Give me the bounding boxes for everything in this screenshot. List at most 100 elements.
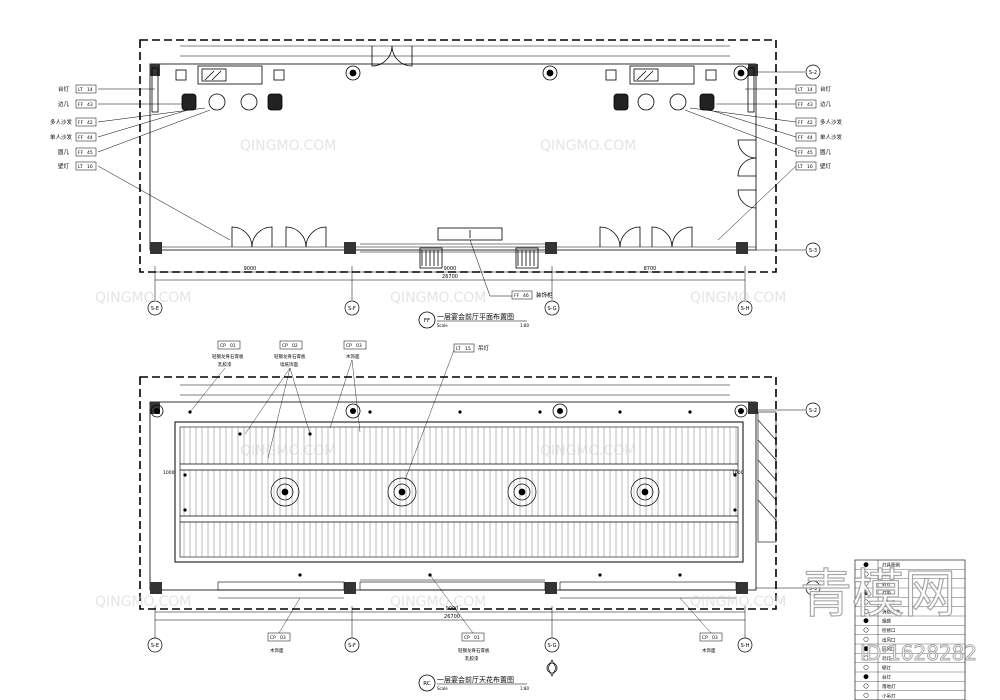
tag-label: 装饰柜 (536, 291, 553, 299)
column (545, 582, 557, 594)
bottom-light-strip (217, 581, 737, 599)
tag-num: 16 (87, 164, 93, 170)
legend-label: 落地灯 (882, 683, 896, 690)
legend-label: 壁灯 (882, 664, 891, 671)
top-door (371, 45, 413, 67)
watermark-text: QINGMO.COM (390, 290, 486, 306)
legend-label: 灯具图例 (882, 562, 900, 569)
material-note: CP 03 木饰面 (699, 632, 723, 654)
column (150, 242, 162, 254)
note-line2: 墙纸饰面 (280, 361, 298, 368)
column (150, 582, 162, 594)
scale-label: Scale (437, 323, 448, 328)
tag-label: 单人沙发 (820, 133, 843, 141)
tag-num: 44 (807, 135, 813, 141)
material-note: CP 03 木饰面 (267, 632, 291, 654)
note-num: 01 (474, 635, 480, 641)
tag-label: 台灯 (58, 85, 70, 93)
material-note: CP 02 轻钢龙骨石膏板 墙纸饰面 (274, 340, 306, 368)
tag-label: 圆几 (820, 149, 832, 156)
tag-code: LT (78, 87, 83, 93)
tag-code: FF (798, 150, 804, 156)
tag-label: 吊灯 (478, 344, 490, 352)
legend-symbol-icon (863, 692, 869, 698)
note-code: CP (346, 343, 352, 349)
column (150, 64, 160, 76)
dim-side: 1000 (732, 470, 744, 476)
scale-value: 1:80 (520, 686, 529, 691)
column (150, 402, 160, 414)
note-code: CP (464, 635, 470, 641)
dimension-line (154, 266, 746, 300)
grid-label: S-E (151, 306, 159, 312)
note-label: 轻钢龙骨石膏板 (458, 647, 490, 654)
plan-title-block: RC 一层宴会前厅天花布置图 Scale 1:80 (418, 674, 529, 692)
tag-label: 壁灯 (58, 162, 70, 170)
material-note: CP 01 轻钢龙骨石膏板 乳胶漆 (212, 340, 244, 368)
furniture-left (151, 65, 558, 113)
tag-num: 14 (807, 87, 813, 93)
tag-num: 14 (87, 87, 93, 93)
ceiling-field-inner (179, 426, 739, 558)
note-code: CP (270, 635, 276, 641)
grid-label: S-E (151, 643, 159, 649)
tag-code: LT (78, 164, 83, 170)
tag-code: FF (798, 120, 804, 126)
material-note: CP 03 木饰面 (343, 340, 367, 360)
watermark-text: QINGMO.COM (95, 290, 191, 306)
legend-label: 筒灯 (882, 571, 891, 578)
material-note: CP 01 轻钢龙骨石膏板 乳胶漆 (458, 632, 490, 662)
note-line1: 木饰面 (346, 353, 360, 360)
scale-value: 1:80 (520, 323, 529, 328)
grid-bubble: S-2 (805, 64, 821, 80)
grid-label: S-G (547, 306, 556, 312)
side-panel (757, 411, 777, 543)
grid-bubble: S-3 (805, 242, 821, 258)
chandelier (387, 477, 417, 507)
watermark-id: ID:1628282 (860, 641, 977, 665)
column (545, 242, 557, 254)
grid-label: S-F (348, 306, 356, 312)
grid-bubble: S-G (544, 300, 560, 316)
grid-bubble: S-3 (805, 580, 821, 596)
tag-label: 壁灯 (820, 162, 832, 170)
tag-code: FF (78, 120, 84, 126)
grid-label: S-F (348, 643, 356, 649)
grid-label: S-3 (809, 586, 817, 592)
legend-label: 出风口 (882, 636, 896, 643)
legend-symbol-icon (863, 646, 869, 652)
leaders-right (684, 88, 797, 241)
watermark-layer: QINGMO.COM QINGMO.COM QINGMO.COM QINGMO.… (95, 138, 786, 610)
legend-symbol-icon (863, 580, 869, 586)
tag-code: FF (78, 150, 84, 156)
tag-code: FF (514, 293, 520, 299)
watermark-text: QINGMO.COM (540, 138, 636, 154)
dim-9000-b: 9000 (444, 266, 457, 272)
dim-bottom: 9000 (446, 606, 459, 612)
grid-label: S-H (741, 643, 750, 649)
legend-label: 排气扇 (882, 599, 896, 606)
display-cabinet (419, 227, 539, 269)
grid-label: S-2 (809, 408, 817, 414)
note-label: 木饰面 (702, 647, 716, 654)
leaders-top (189, 349, 455, 481)
note-num: 02 (292, 343, 298, 349)
elevation-symbol (546, 659, 558, 677)
tag-code: FF (78, 102, 84, 108)
downlight-icon (733, 473, 737, 477)
plan-tag: FF (424, 318, 430, 324)
tag-num: 16 (807, 164, 813, 170)
grid-bubble: S-F (344, 637, 360, 653)
tag-num: 45 (807, 150, 813, 156)
plan-title-block: FF 一层宴会前厅平面布置图 Scale 1:80 (418, 311, 529, 329)
downlight-icon (733, 508, 737, 512)
ceiling-plan: 1000 1000 9000 26700 S-E S-F S-G S-H S-2… (139, 340, 821, 692)
column (748, 402, 758, 414)
